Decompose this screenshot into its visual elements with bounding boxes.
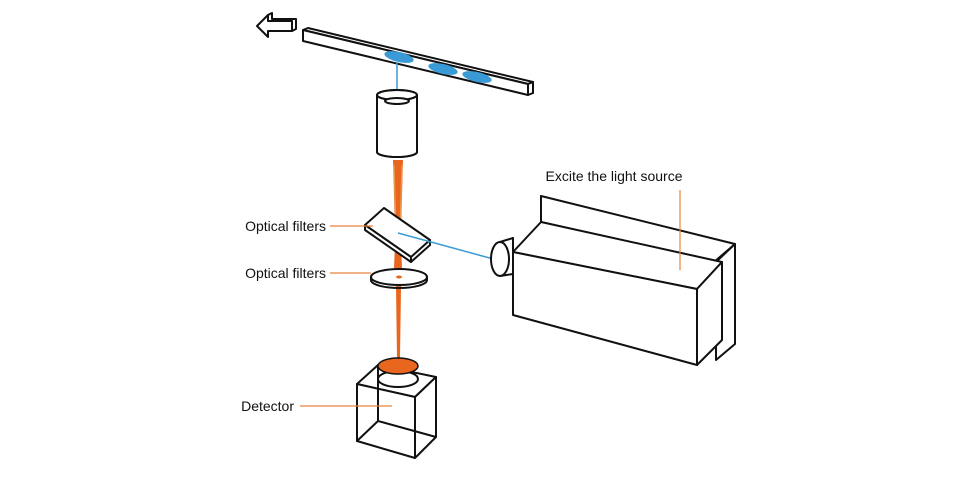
sample-spot <box>428 63 458 75</box>
arrow-left-icon <box>256 12 297 38</box>
sample-spot <box>384 51 414 63</box>
emission-beam-lower <box>396 286 401 358</box>
emission-filter <box>370 268 428 289</box>
excitation-beam <box>397 232 498 261</box>
detector-box <box>356 357 437 459</box>
filter-upper-label: Optical filters <box>245 218 326 234</box>
detector-label: Detector <box>241 398 294 414</box>
light-source-label: Excite the light source <box>546 168 683 184</box>
sample-spot <box>462 71 492 83</box>
objective-lens <box>376 89 418 158</box>
sample-slide <box>302 27 534 96</box>
dichroic-mirror <box>364 207 431 263</box>
light-source <box>490 195 736 366</box>
filter-lower-label: Optical filters <box>245 265 326 281</box>
detector-sensor <box>377 357 419 375</box>
